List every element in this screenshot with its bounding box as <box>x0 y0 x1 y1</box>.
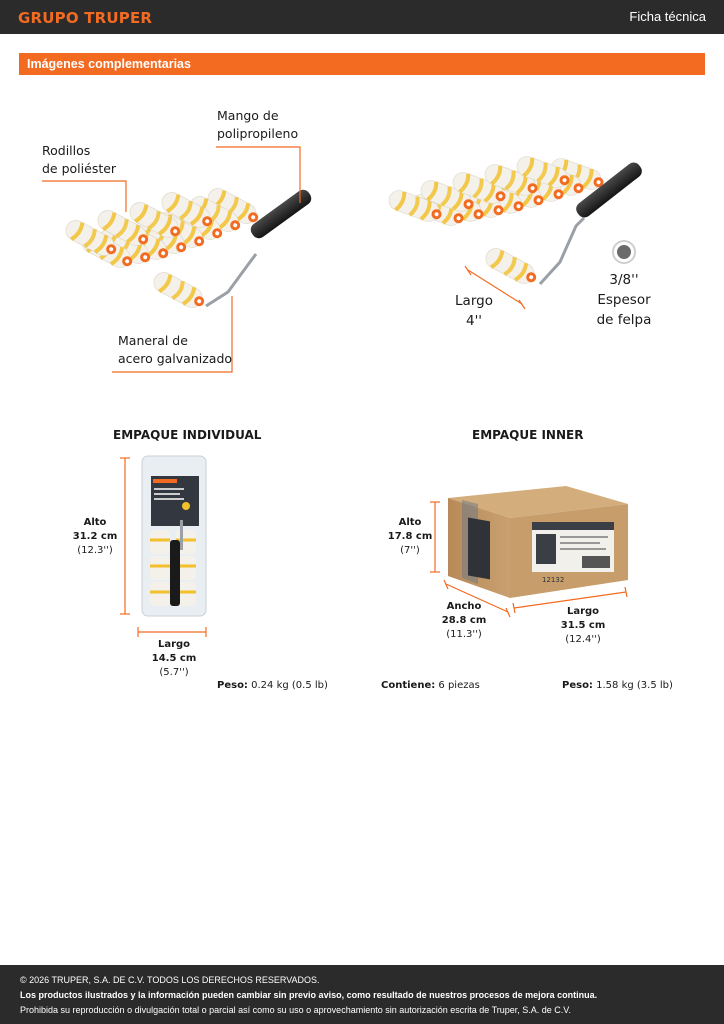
individual-package-title: EMPAQUE INDIVIDUAL <box>113 428 262 442</box>
individual-alto-imperial: (12.3'') <box>77 545 113 556</box>
individual-alto-label: Alto 31.2 cm (12.3'') <box>70 516 120 558</box>
page-header: GRUPO TRUPER Ficha técnica <box>0 0 724 34</box>
inner-alto-imperial: (7'') <box>400 545 420 556</box>
inner-largo-imperial: (12.4'') <box>565 634 601 645</box>
inner-contiene: Contiene: 6 piezas <box>381 680 480 691</box>
largo-line-2: 4'' <box>465 313 482 329</box>
individual-largo-imperial: (5.7'') <box>159 667 189 678</box>
box-code-label: 12132 <box>542 576 564 584</box>
footer-copyright: © 2026 TRUPER, S.A. DE C.V. TODOS LOS DE… <box>20 975 320 985</box>
individual-alto-title: Alto <box>83 517 107 528</box>
mango-callout: Mango de polipropileno <box>217 107 298 143</box>
mango-leader-line <box>216 146 301 203</box>
section-header: Imágenes complementarias <box>19 53 705 75</box>
individual-package-image <box>141 455 207 617</box>
maneral-callout: Maneral de acero galvanizado <box>118 332 232 368</box>
individual-largo-label: Largo 14.5 cm (5.7'') <box>149 638 199 680</box>
individual-peso-value: 0.24 kg (0.5 lb) <box>251 680 328 691</box>
brand-logo: GRUPO TRUPER <box>18 9 153 27</box>
espesor-line-1: 3/8'' <box>609 272 639 288</box>
maneral-line-2: acero galvanizado <box>118 351 233 366</box>
inner-ancho-title: Ancho <box>446 601 482 612</box>
individual-peso: Peso: 0.24 kg (0.5 lb) <box>217 680 328 691</box>
maneral-leader-line <box>112 296 233 373</box>
inner-peso-label: Peso: <box>562 680 593 691</box>
inner-ancho-dimension <box>443 579 511 618</box>
largo-line-1: Largo <box>455 293 493 309</box>
inner-alto-dimension <box>430 501 440 573</box>
footer-prohibition: Prohibida su reproducción o divulgación … <box>20 1005 571 1015</box>
inner-largo-label: Largo 31.5 cm (12.4'') <box>556 605 610 647</box>
inner-box-image <box>448 486 628 598</box>
inner-ancho-label: Ancho 28.8 cm (11.3'') <box>438 600 490 642</box>
inner-contiene-value: 6 piezas <box>438 680 480 691</box>
inner-largo-title: Largo <box>566 606 600 617</box>
rodillos-leader-line <box>42 180 127 212</box>
inner-largo-metric: 31.5 cm <box>560 620 606 631</box>
maneral-line-1: Maneral de <box>118 333 188 348</box>
espesor-line-3: de felpa <box>596 312 652 328</box>
individual-alto-dimension <box>120 457 130 615</box>
largo-dimension-line <box>464 265 526 310</box>
felpa-swatch-icon <box>612 240 636 264</box>
individual-largo-title: Largo <box>157 639 191 650</box>
espesor-callout: 3/8'' Espesor de felpa <box>594 270 654 330</box>
inner-alto-metric: 17.8 cm <box>387 531 433 542</box>
inner-alto-label: Alto 17.8 cm (7'') <box>386 516 434 558</box>
product-illustrations: 12132 <box>42 146 642 637</box>
inner-peso: Peso: 1.58 kg (3.5 lb) <box>562 680 673 691</box>
mango-line-1: Mango de <box>217 108 279 123</box>
roller-set-left <box>62 185 312 312</box>
inner-alto-title: Alto <box>398 517 422 528</box>
individual-alto-metric: 31.2 cm <box>72 531 118 542</box>
inner-ancho-imperial: (11.3'') <box>446 629 482 640</box>
rodillos-callout: Rodillos de poliéster <box>42 142 116 178</box>
mango-line-2: polipropileno <box>217 126 299 141</box>
inner-largo-dimension <box>512 586 628 614</box>
largo-callout: Largo 4'' <box>452 291 496 331</box>
rodillos-line-2: de poliéster <box>42 161 117 176</box>
section-title: Imágenes complementarias <box>27 57 191 71</box>
inner-package-title: EMPAQUE INNER <box>472 428 584 442</box>
footer-notice: Los productos ilustrados y la informació… <box>20 990 598 1000</box>
individual-peso-label: Peso: <box>217 680 248 691</box>
espesor-line-2: Espesor <box>597 292 651 308</box>
inner-ancho-metric: 28.8 cm <box>441 615 487 626</box>
inner-contiene-label: Contiene: <box>381 680 436 691</box>
page-footer: © 2026 TRUPER, S.A. DE C.V. TODOS LOS DE… <box>0 965 724 1024</box>
individual-largo-metric: 14.5 cm <box>151 653 197 664</box>
individual-largo-dimension <box>137 627 207 637</box>
inner-peso-value: 1.58 kg (3.5 lb) <box>596 680 673 691</box>
document-type: Ficha técnica <box>629 9 706 24</box>
roller-set-right <box>384 151 642 289</box>
rodillos-line-1: Rodillos <box>42 143 91 158</box>
